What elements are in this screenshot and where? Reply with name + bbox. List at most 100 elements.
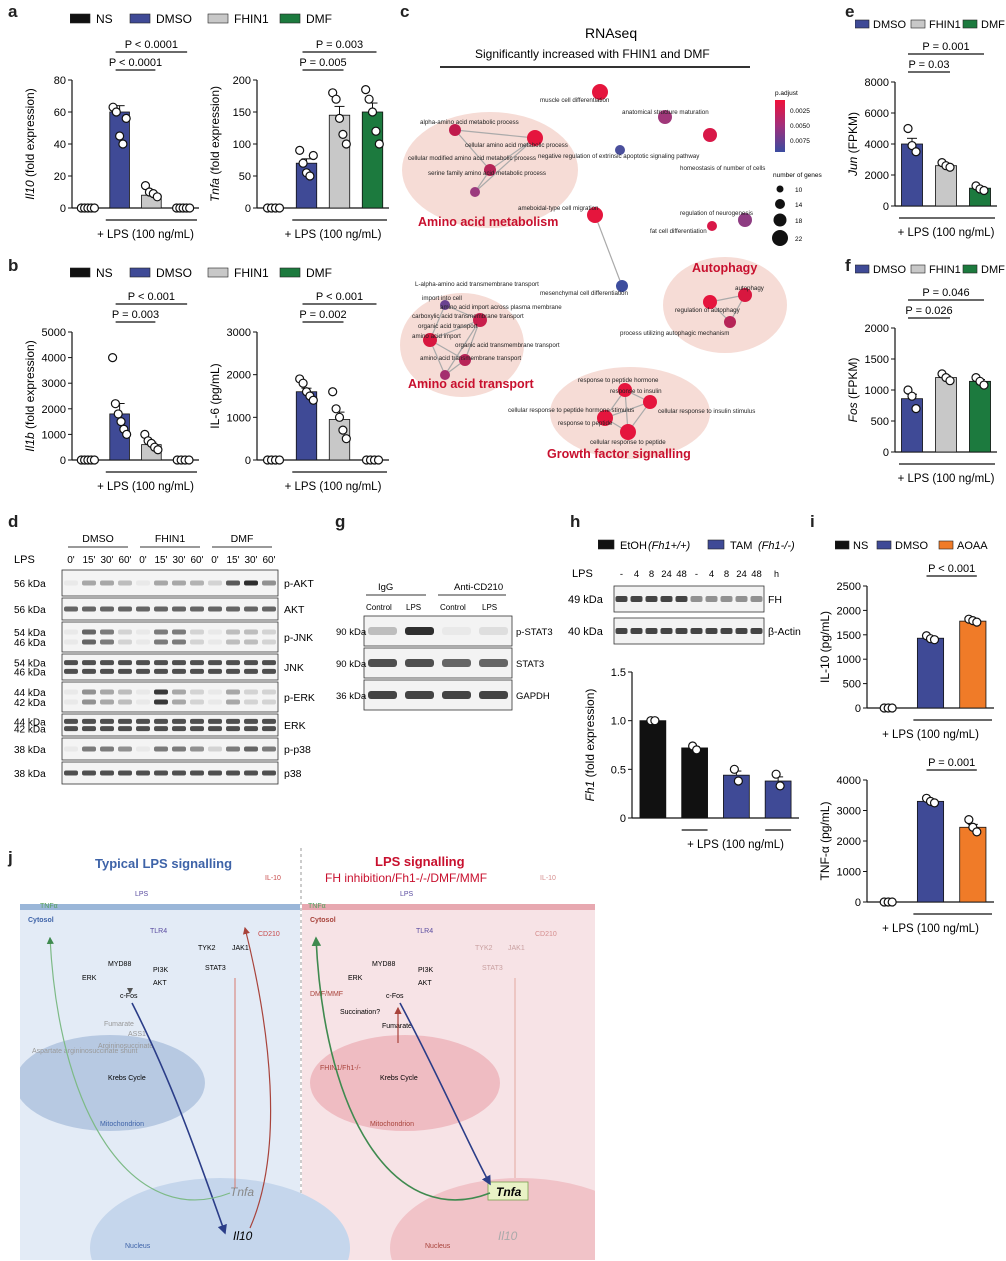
wb-d-time-label: 15' xyxy=(226,555,239,566)
wb-band xyxy=(690,628,703,634)
panel-label-d: d xyxy=(8,512,19,531)
size-tick: 22 xyxy=(795,236,803,243)
padj-colorbar xyxy=(775,100,785,152)
data-point xyxy=(334,113,345,124)
data-point xyxy=(113,409,123,419)
schematic-label: TYK2 xyxy=(475,945,493,952)
legend-label-etoh: EtOH xyxy=(620,540,647,552)
group-label-growth-factor: Growth factor signalling xyxy=(547,447,691,461)
y-tick-label: 500 xyxy=(871,416,889,428)
bar xyxy=(109,111,130,209)
wb-band xyxy=(100,689,114,695)
data-point xyxy=(911,147,921,157)
wb-band xyxy=(118,699,132,705)
bar xyxy=(681,747,708,819)
y-axis-label: Il1b (fold expression) xyxy=(23,340,37,451)
schematic-gene-il10-left: Il10 xyxy=(233,1229,253,1243)
y-tick-label: 0 xyxy=(60,203,66,215)
y-tick-label: 500 xyxy=(843,679,861,691)
wb-band xyxy=(64,689,78,695)
wb-band xyxy=(118,770,132,776)
wb-band xyxy=(118,660,132,666)
wb-d-kda-label: 38 kDa xyxy=(14,745,46,756)
wb-h-lane-label: 4 xyxy=(634,569,639,580)
wb-band xyxy=(136,660,150,666)
wb-band xyxy=(172,606,186,612)
term: negative regulation of extrinsic apoptot… xyxy=(538,153,700,160)
wb-d-kda-label: 42 kDa xyxy=(14,698,46,709)
wb-band xyxy=(136,606,150,612)
data-point xyxy=(308,150,318,161)
wb-band xyxy=(190,689,204,695)
lps-treatment-label: + LPS (100 ng/mL) xyxy=(687,839,784,851)
y-tick-label: 0 xyxy=(855,897,861,909)
panel-label-g: g xyxy=(335,512,346,531)
wb-d-blot-strip xyxy=(61,737,279,761)
schematic-label: CD210 xyxy=(258,931,280,938)
bar xyxy=(969,380,991,453)
wb-band xyxy=(208,660,222,666)
wb-d-protein-label: p-AKT xyxy=(284,578,314,590)
wb-band xyxy=(172,746,186,752)
wb-band xyxy=(705,628,718,634)
cluster-autophagy xyxy=(663,257,787,353)
wb-d-time-label: 60' xyxy=(118,555,131,566)
term: response to insulin xyxy=(610,388,662,395)
wb-band xyxy=(118,746,132,752)
lps-treatment-label: + LPS (100 ng/mL) xyxy=(97,229,194,241)
wb-band xyxy=(82,606,96,612)
data-point xyxy=(140,181,151,191)
wb-band xyxy=(82,660,96,666)
p-value-label: P < 0.001 xyxy=(928,563,975,575)
wb-g-protein-label: STAT3 xyxy=(516,659,544,670)
wb-d-kda-label: 38 kDa xyxy=(14,769,46,780)
wb-band xyxy=(262,606,276,612)
wb-band xyxy=(172,726,186,732)
data-point xyxy=(89,203,100,213)
wb-band xyxy=(750,628,763,634)
wb-band xyxy=(136,668,150,674)
y-tick-label: 8000 xyxy=(865,77,889,89)
lps-treatment-label: + LPS (100 ng/mL) xyxy=(898,227,995,239)
term: import into cell xyxy=(422,295,462,302)
p-value-label: P = 0.005 xyxy=(299,57,346,69)
y-tick-label: 2000 xyxy=(42,404,66,416)
data-point xyxy=(367,107,378,117)
term: response to peptide xyxy=(558,420,613,427)
bar xyxy=(959,826,987,903)
term: organic acid transport xyxy=(418,323,478,330)
wb-band xyxy=(64,660,78,666)
legend-label-ns: NS xyxy=(853,540,868,552)
y-axis-label: IL-10 (pg/mL) xyxy=(818,611,832,683)
wb-h-lane-label: 48 xyxy=(751,569,762,580)
wb-d-blot-strip xyxy=(61,653,279,681)
data-point xyxy=(771,769,781,779)
wb-band xyxy=(64,580,78,586)
schematic-label: Cytosol xyxy=(28,917,54,924)
wb-band xyxy=(208,580,222,586)
y-axis-label: Il10 (fold expression) xyxy=(23,88,37,199)
wb-band xyxy=(190,718,204,724)
wb-band xyxy=(190,699,204,705)
wb-d-protein-label: ERK xyxy=(284,720,306,732)
wb-band xyxy=(705,596,718,602)
wb-band xyxy=(660,628,673,634)
wb-h-protein-label: FH xyxy=(768,594,782,606)
wb-band xyxy=(154,606,168,612)
schematic-right-subtitle: FH inhibition/Fh1-/-/DMF/MMF xyxy=(325,871,487,885)
wb-band xyxy=(244,668,258,674)
arrow-tnfa-release-right xyxy=(311,936,491,1201)
data-point xyxy=(116,417,126,427)
legend-label-dmso: DMSO xyxy=(156,266,192,280)
wb-g-kda-label: 90 kDa xyxy=(336,659,367,670)
wb-band xyxy=(226,606,240,612)
wb-band xyxy=(100,699,114,705)
wb-d-blot-strip xyxy=(61,597,279,621)
size-legend-dot xyxy=(776,185,784,193)
wb-band xyxy=(172,580,186,586)
wb-band xyxy=(208,699,222,705)
padj-title: p.adjust xyxy=(775,90,798,97)
wb-h-lane-label: 24 xyxy=(736,569,747,580)
